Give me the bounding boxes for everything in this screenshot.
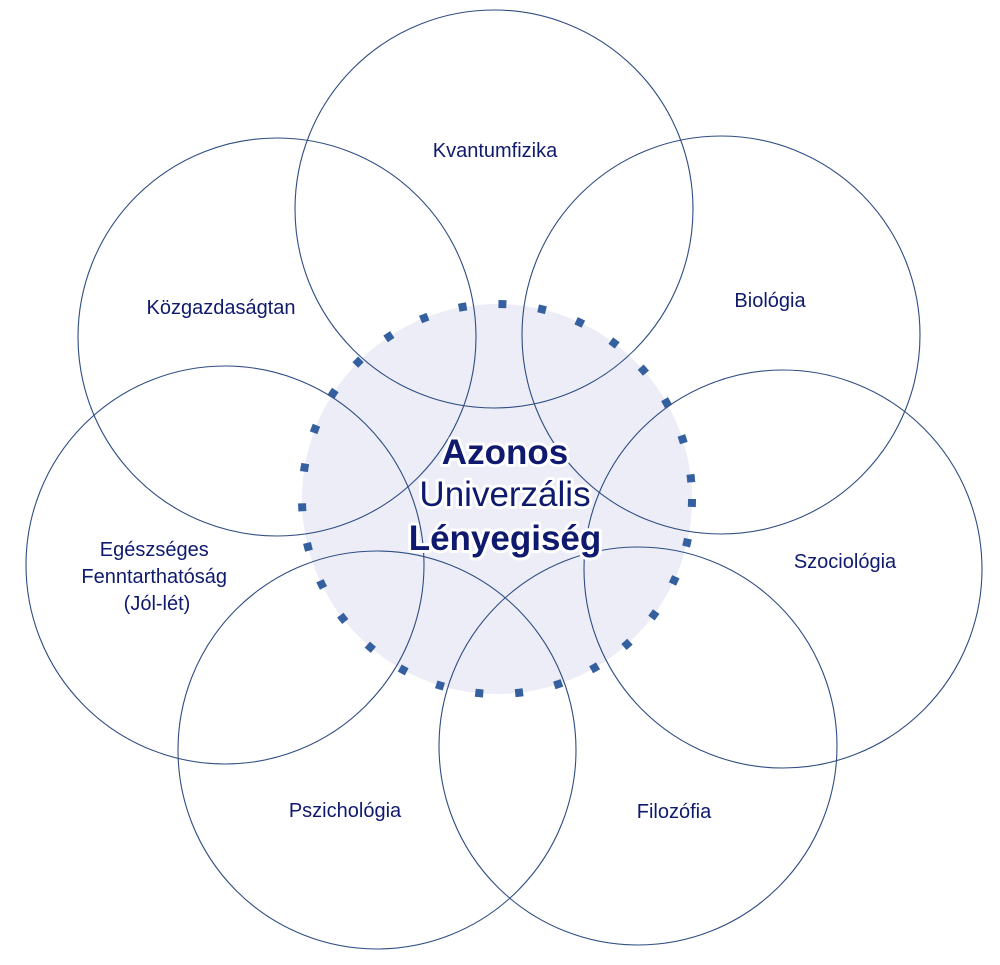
label-kvantumfizika: Kvantumfizika [433,140,558,162]
circle-biologia [521,135,921,535]
label-filozofia: Filozófia [637,801,712,823]
outer-labels: Kvantumfizika Biológia Szociológia Filoz… [81,140,897,823]
outer-circles [25,9,983,950]
label-kozgazdasagtan: Közgazdaságtan [146,297,295,319]
circle-pszichologia [177,550,577,950]
label-egeszseges-fenntarthatosag: Egészséges Fenntarthatóság (Jól-lét) [81,539,232,615]
label-pszichologia: Pszichológia [289,800,402,822]
center-disc [298,300,696,698]
center-line2: Univerzális [419,475,590,514]
center-line2-halo: Univerzális [419,475,590,514]
center-line3-halo: Lényegiség [409,519,602,558]
circle-egeszseges-fenntarthatosag [25,365,425,765]
label-szociologia: Szociológia [794,551,897,573]
circle-szociologia [583,369,983,769]
center-line1: Azonos [442,433,568,472]
circle-kozgazdasagtan [77,137,477,537]
center-line3: Lényegiség [409,519,602,558]
circle-filozofia [438,546,838,946]
center-text: Azonos Univerzális Lényegiség Azonos Uni… [406,430,605,561]
circle-kvantumfizika [294,9,694,409]
label-biologia: Biológia [734,290,806,312]
center-line1-halo: Azonos [442,433,568,472]
